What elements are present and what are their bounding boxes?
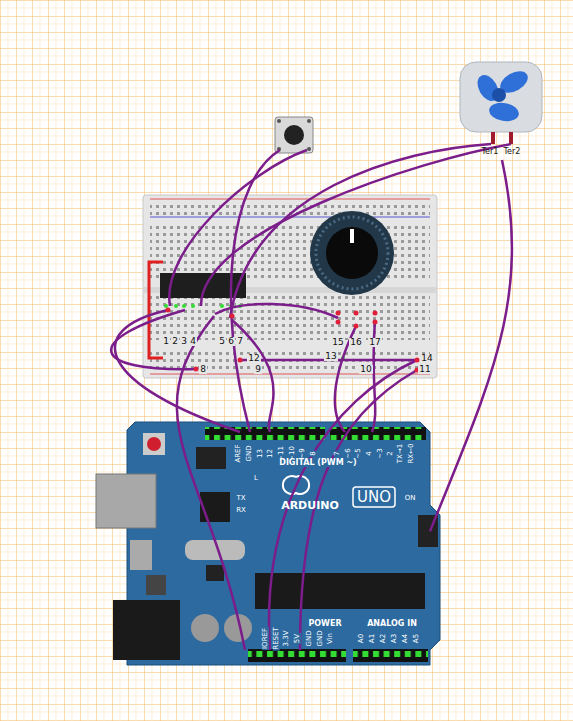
board-label: TX [235,495,246,502]
board-logo: ARDUINO [281,500,339,511]
board-label: RX [235,507,247,514]
pin-label: 12 [266,448,273,459]
callout-number: 6 [227,337,235,346]
callout-number: 14 [420,354,433,363]
wires [111,144,511,650]
callout-number: 4 [189,337,197,346]
pin-label: 2 [387,450,394,456]
callout-number: 13 [324,352,337,361]
board-label: L [253,475,259,482]
board-label: ANALOG IN [366,620,418,628]
callout-number: 11 [418,365,431,374]
wire-ends [166,308,420,373]
pin-label: Vin [328,631,335,644]
callout-number: 17 [368,338,381,347]
arduino-board: ARDUINO UNO [127,422,430,665]
pin-label: 7 [334,450,341,456]
push-button [275,117,313,153]
pin-label: GND [317,629,324,647]
pin-label: RX←0 [408,442,415,464]
callout-number: 1 [162,337,170,346]
pin-label: IOREF [261,627,268,650]
callout-number: 2 [171,337,179,346]
pin-label: 5V [295,632,302,643]
pin-label: A4 [403,632,410,643]
callout-number: 5 [218,337,226,346]
terminal-label: Ter2 [504,148,521,156]
callout-number: 9 [254,365,262,374]
board-logo: UNO [357,490,391,505]
callout-number: 7 [236,337,244,346]
pin-label: ~3 [376,447,383,459]
callout-number: 15 [331,338,344,347]
pin-label: GND [306,629,313,647]
callout-number: 10 [359,365,372,374]
pin-label: A0 [359,632,366,643]
terminal-label: Ter1 [482,148,499,156]
pin-label: 3.3V [283,629,290,647]
arduino-board [96,422,440,665]
breadboard [143,195,437,378]
pin-label: A5 [414,632,421,643]
board-label: DIGITAL (PWM ~) [278,459,358,467]
board-label: ON [404,495,417,502]
pin-label: ~6 [344,447,351,459]
pin-label: A2 [381,632,388,643]
pin-label: GND [246,444,253,462]
pin-label: RESET [273,626,280,650]
board-label: POWER [307,620,342,628]
callout-number: 12 [247,354,260,363]
callout-number: 16 [349,338,362,347]
wire [430,160,512,531]
pin-label: A3 [392,632,399,643]
pin-label: TX→1 [397,442,404,463]
pin-label: ~5 [354,447,361,459]
pin-label: A1 [370,632,377,643]
pin-label: ~9 [298,447,305,459]
fan-motor: Ter1 Ter2 [458,60,546,160]
callout-number: 3 [180,337,188,346]
callout-number: 8 [199,365,207,374]
pin-label: AREF [234,443,241,463]
pin-label: 4 [366,450,373,456]
pin-label: 13 [256,448,263,459]
pin-label: 8 [310,450,317,456]
fan-motor [460,62,542,144]
